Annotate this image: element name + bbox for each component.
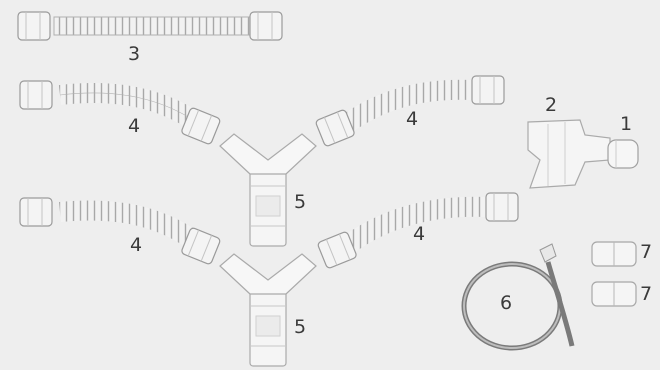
straight-hose-3	[18, 12, 282, 40]
lower-y-piece-5	[220, 254, 316, 366]
coupler-7-bottom	[592, 282, 636, 306]
label-4-lower-right: 4	[413, 225, 425, 244]
connector-part-2	[528, 120, 610, 188]
label-6: 6	[500, 294, 512, 313]
label-4-upper-right: 4	[406, 110, 418, 129]
coupler-7-top	[592, 242, 636, 266]
upper-left-hose-4	[20, 81, 221, 145]
label-3: 3	[128, 45, 140, 64]
cap-part-1	[608, 140, 638, 168]
coiled-line-6	[464, 244, 572, 348]
label-4-lower-left: 4	[130, 236, 142, 255]
label-4-upper-left: 4	[128, 117, 140, 136]
label-5-upper: 5	[294, 193, 306, 212]
label-7-bottom: 7	[640, 285, 652, 304]
label-1: 1	[620, 115, 632, 134]
label-7-top: 7	[640, 243, 652, 262]
label-2: 2	[545, 96, 557, 115]
lower-left-hose-4	[20, 198, 221, 265]
label-5-lower: 5	[294, 318, 306, 337]
upper-y-piece-5	[220, 134, 316, 246]
